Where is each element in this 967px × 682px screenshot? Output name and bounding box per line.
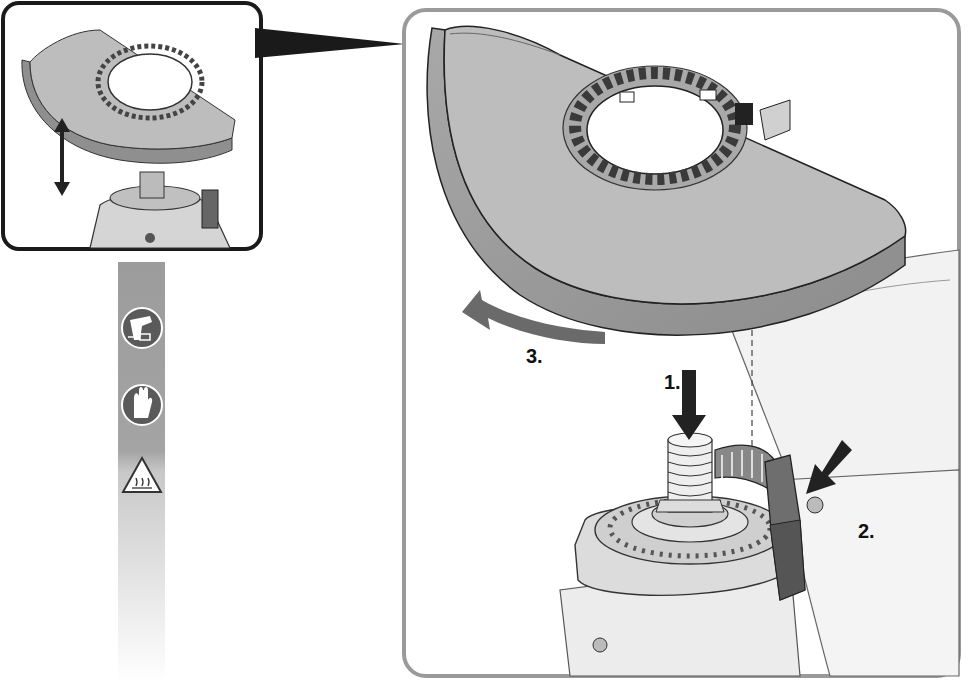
inset-guard-part	[98, 46, 202, 118]
press-lever-arrow-part	[806, 440, 852, 494]
hot-surface-warning-part	[136, 478, 149, 486]
guard-ring-part	[587, 86, 723, 174]
gear-flange-part	[595, 496, 785, 564]
hot-surface-warning-part	[123, 458, 161, 492]
guard-ring	[563, 66, 790, 190]
spindle-part	[668, 452, 712, 496]
inset-guard-part	[108, 54, 192, 110]
gloves-icon-part	[122, 385, 162, 425]
gear-flange-part	[652, 501, 728, 527]
gloves-icon	[122, 385, 162, 425]
grinder-body-part	[593, 638, 607, 652]
inset-double-arrow	[54, 118, 70, 196]
inset-frame-part	[3, 3, 261, 249]
unplug-icon-part	[128, 336, 134, 338]
gloves-icon-part	[134, 387, 152, 418]
guard-seat-part	[722, 450, 762, 482]
guard-plate-part	[444, 26, 905, 303]
guard-plate-part	[450, 33, 560, 55]
callout-number: 3.	[526, 346, 543, 366]
release-lever-part	[770, 520, 805, 600]
guard-ring-part	[575, 73, 735, 179]
guard-ring-part	[700, 90, 716, 100]
unplug-icon	[122, 308, 162, 348]
inset-grinder	[90, 172, 230, 248]
hot-surface-warning-part	[132, 487, 152, 488]
inset-pointer-part	[255, 28, 405, 58]
inset-grinder-part	[145, 233, 155, 243]
inset-grinder-part	[202, 190, 218, 228]
inset-double-arrow-part	[54, 118, 70, 132]
unplug-icon-part	[122, 308, 162, 348]
rotation-arrow-part	[462, 290, 605, 344]
gear-flange	[575, 496, 800, 595]
grinder-body-part	[780, 470, 959, 676]
release-lever-part	[807, 497, 823, 513]
rotation-arrow	[462, 290, 605, 344]
guard-ring-part	[760, 100, 790, 140]
guard-ring-part	[620, 92, 634, 102]
inset-grinder-part	[140, 172, 164, 198]
icon-strip-part	[118, 262, 165, 682]
inset-pointer	[255, 28, 405, 58]
gear-flange-part	[610, 500, 770, 556]
main-frame-part	[404, 10, 959, 676]
unplug-icon-part	[140, 334, 150, 340]
inset-guard-part	[30, 30, 235, 149]
release-lever-part	[765, 455, 805, 600]
guard-ring-part	[735, 103, 753, 125]
inset-double-arrow-part	[60, 128, 64, 186]
spindle-part	[656, 500, 724, 512]
icon-strip	[118, 262, 165, 682]
press-lever-arrow	[806, 440, 852, 494]
hot-surface-warning	[123, 458, 161, 492]
inset-guard	[22, 30, 235, 163]
guard-ring-part	[563, 66, 747, 190]
spindle	[656, 433, 724, 512]
main-frame	[404, 10, 959, 676]
inset-frame	[3, 3, 261, 249]
guard-plate	[444, 26, 905, 303]
callout-number: 2.	[858, 521, 875, 541]
inset-double-arrow-part	[54, 182, 70, 196]
callout-number: 1.	[664, 372, 681, 392]
